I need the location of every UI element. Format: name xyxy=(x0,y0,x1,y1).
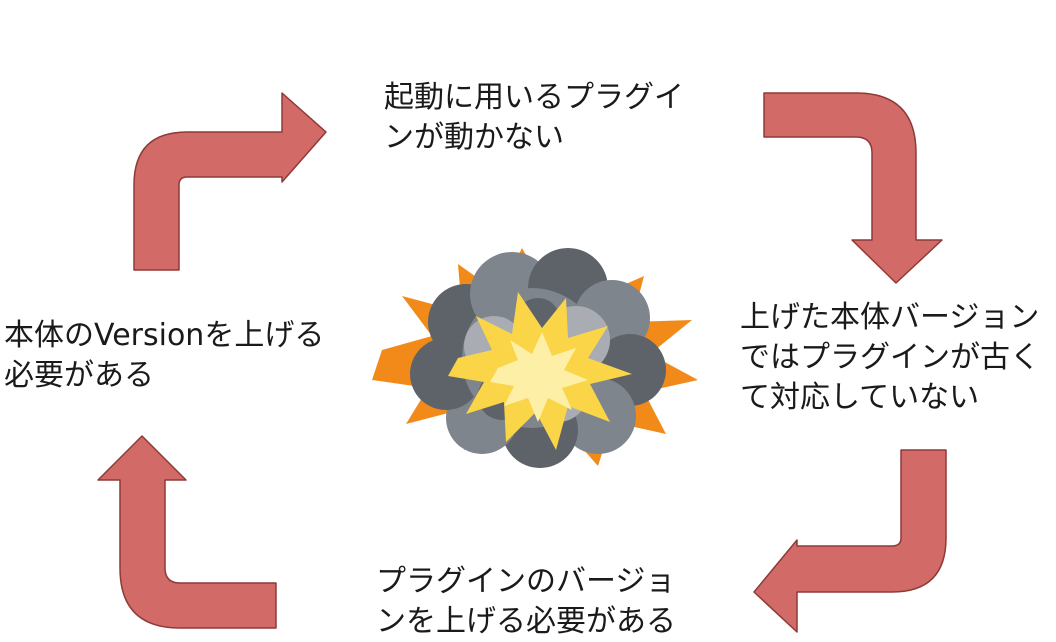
step-plugin-outdated-line-2: ではプラグインが古く xyxy=(740,340,1040,375)
step-upgrade-plugin-line-1: プラグインのバージョ xyxy=(376,564,676,599)
cycle-arrow-right-to-bottom xyxy=(753,449,947,633)
cycle-arrow-bottom-to-left xyxy=(97,435,277,629)
explosion-flash-core xyxy=(490,332,588,422)
step-plugin-not-working-line-1: 起動に用いるプラグイ xyxy=(384,80,684,115)
cycle-arrow-top-to-right xyxy=(763,92,943,284)
step-plugin-outdated-line-1: 上げた本体バージョン xyxy=(740,300,1040,335)
cycle-arrow-left-to-top xyxy=(133,92,327,271)
step-plugin-not-working-line-2: ンが動かない xyxy=(384,120,564,155)
step-plugin-outdated: 上げた本体バージョン ではプラグインが古く て対応していない xyxy=(740,298,1040,418)
step-plugin-not-working: 起動に用いるプラグイ ンが動かない xyxy=(384,78,684,158)
step-plugin-outdated-line-3: て対応していない xyxy=(740,380,980,415)
step-upgrade-core-line-1: 本体のVersionを上げる xyxy=(4,318,325,353)
explosion-icon xyxy=(372,248,698,468)
step-upgrade-plugin: プラグインのバージョ ンを上げる必要がある xyxy=(376,562,676,642)
step-upgrade-core: 本体のVersionを上げる 必要がある xyxy=(4,316,324,396)
step-upgrade-core-line-2: 必要がある xyxy=(4,358,154,393)
step-upgrade-plugin-line-2: ンを上げる必要がある xyxy=(376,604,676,639)
